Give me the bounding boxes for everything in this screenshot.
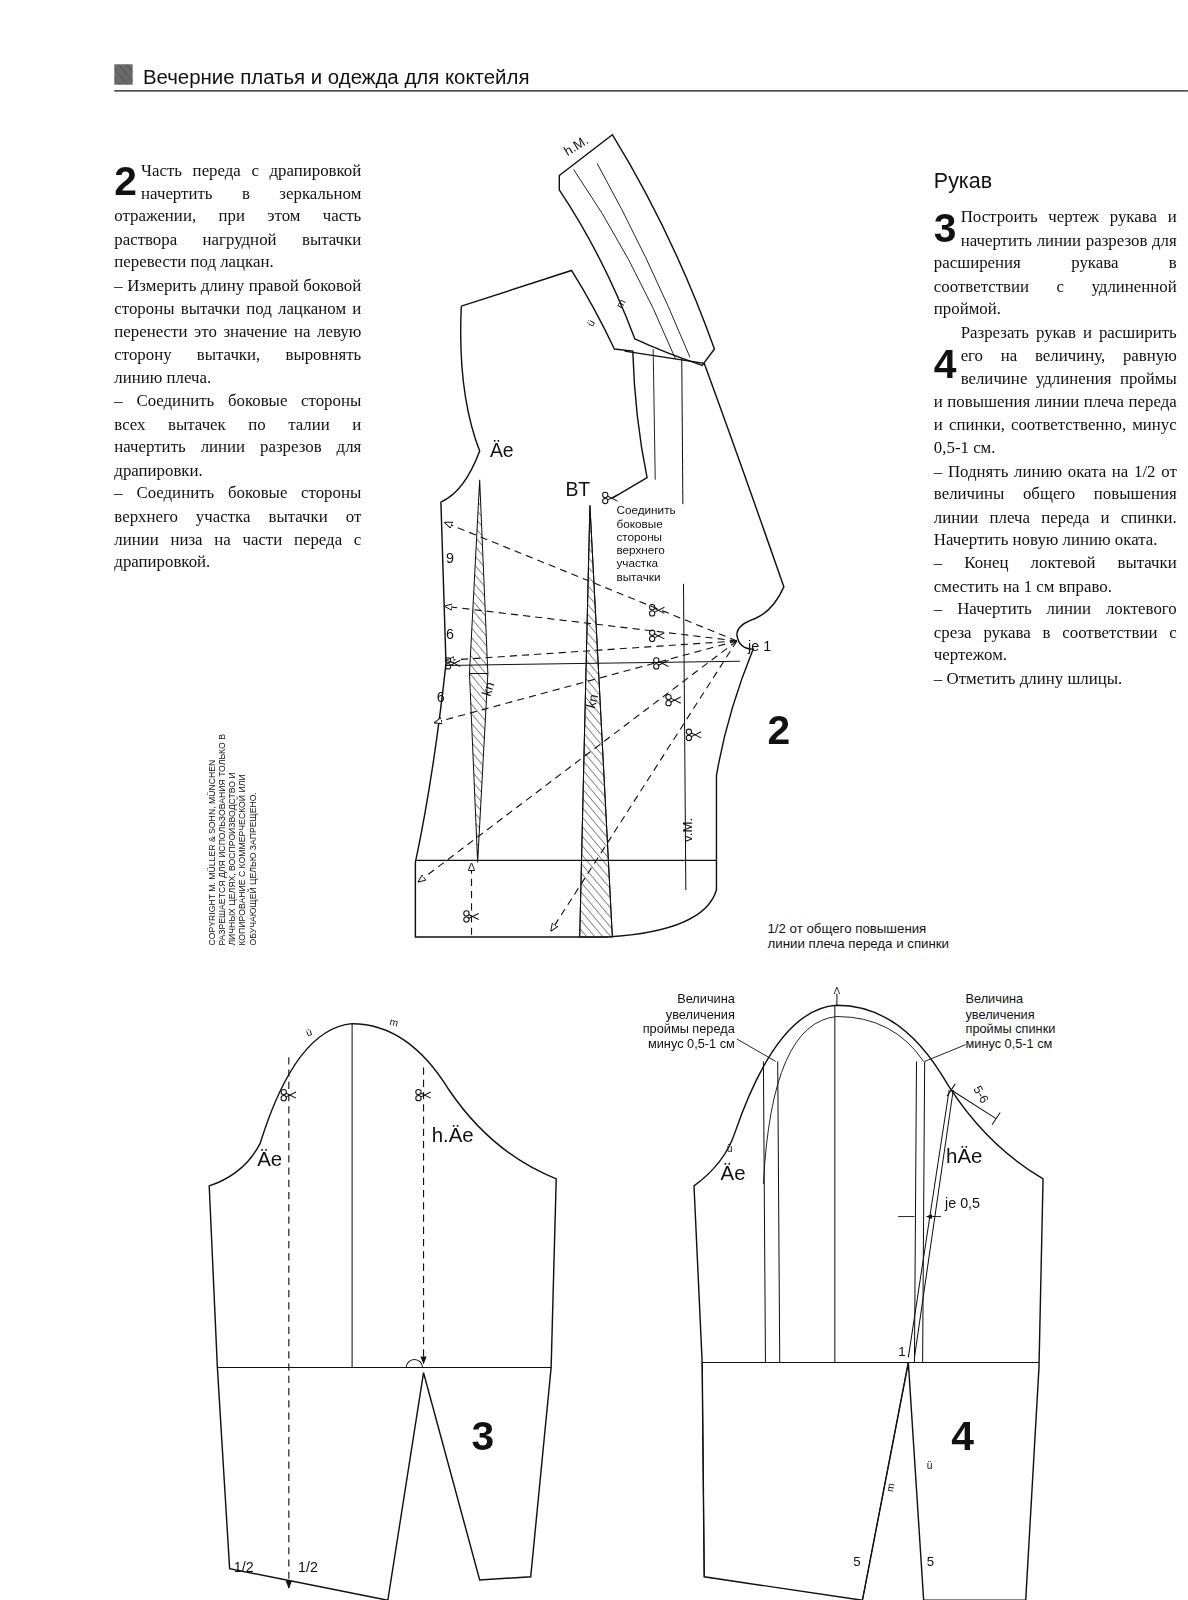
instruction-text: – Соединить боковые стороны верхнего уча… [114,482,361,574]
part-label: hÄe [946,1145,982,1167]
callout-note: Величина увеличения проймы спинки минус … [965,992,1079,1051]
part-label: 6 [446,627,454,643]
part-label: je 0,5 [945,1196,980,1212]
part-label: ü [584,318,597,329]
page-title: Вечерние платья и одежда для коктейля [143,65,530,87]
callout-note: Соединить боковые стороны верхнего участ… [616,504,687,584]
instruction-text: – Измерить длину правой боковой стороны … [114,275,361,390]
part-label: 5 [853,1554,860,1569]
callout-note: 1/2 от общего повышения линии плеча пере… [767,921,951,952]
part-label: 1 [898,1345,905,1360]
instruction-text: – Конец локтевой вытачки сместить на 1 с… [934,552,1177,598]
figure-number: 2 [767,707,790,752]
step-number: 3 [934,209,957,246]
instruction-text: Построить чертеж рукава и начертить лини… [934,206,1177,321]
section-heading: Рукав [934,168,992,192]
part-label: 5 [927,1554,934,1569]
part-label: 6 [437,690,445,706]
part-label: m [389,1016,400,1029]
text-column: 3Построить чертеж рукава и начертить лин… [934,206,1177,690]
instruction-text: – Начертить линии локтевого среза рукава… [934,598,1177,667]
part-label: 1/2 [234,1559,254,1575]
copyright-note: COPYRIGHT M. MÜLLER & SOHN, MÜNCHEN РАЗР… [207,726,258,945]
part-label: 1/2 [298,1559,318,1575]
part-label: ü [304,1026,313,1038]
part-label: je 1 [748,639,771,655]
part-label: BT [565,480,590,501]
figure-number: 3 [472,1414,473,1459]
part-label: 5-6 [970,1084,991,1106]
part-label: h.Äe [432,1124,474,1146]
step-number: 2 [114,162,137,199]
part-label: m [884,1482,897,1492]
part-label: ü [927,1459,933,1470]
callout-note: Величина увеличения проймы переда минус … [621,992,735,1051]
instruction-text: – Соединить боковые стороны всех вытачек… [114,390,361,482]
instruction-text: – Отметить длину шлицы. [934,667,1177,690]
part-label: ü [727,1143,733,1154]
text-column: 2Часть переда с драпировкой начертить в … [114,159,361,574]
part-label: v.M. [680,818,695,842]
instruction-text: Разрезать рукав и расширить его на велич… [934,321,1177,459]
part-label: Äe [257,1147,282,1169]
part-label: Äe [721,1161,746,1183]
step-number: 4 [934,345,957,382]
instruction-text: – Поднять линию оката на 1/2 от величины… [934,460,1177,552]
part-label: 9 [446,551,454,567]
instruction-text: Часть переда с драпировкой начертить в з… [114,159,361,274]
part-label: Äe [490,441,514,462]
figure-number: 4 [951,1414,974,1459]
